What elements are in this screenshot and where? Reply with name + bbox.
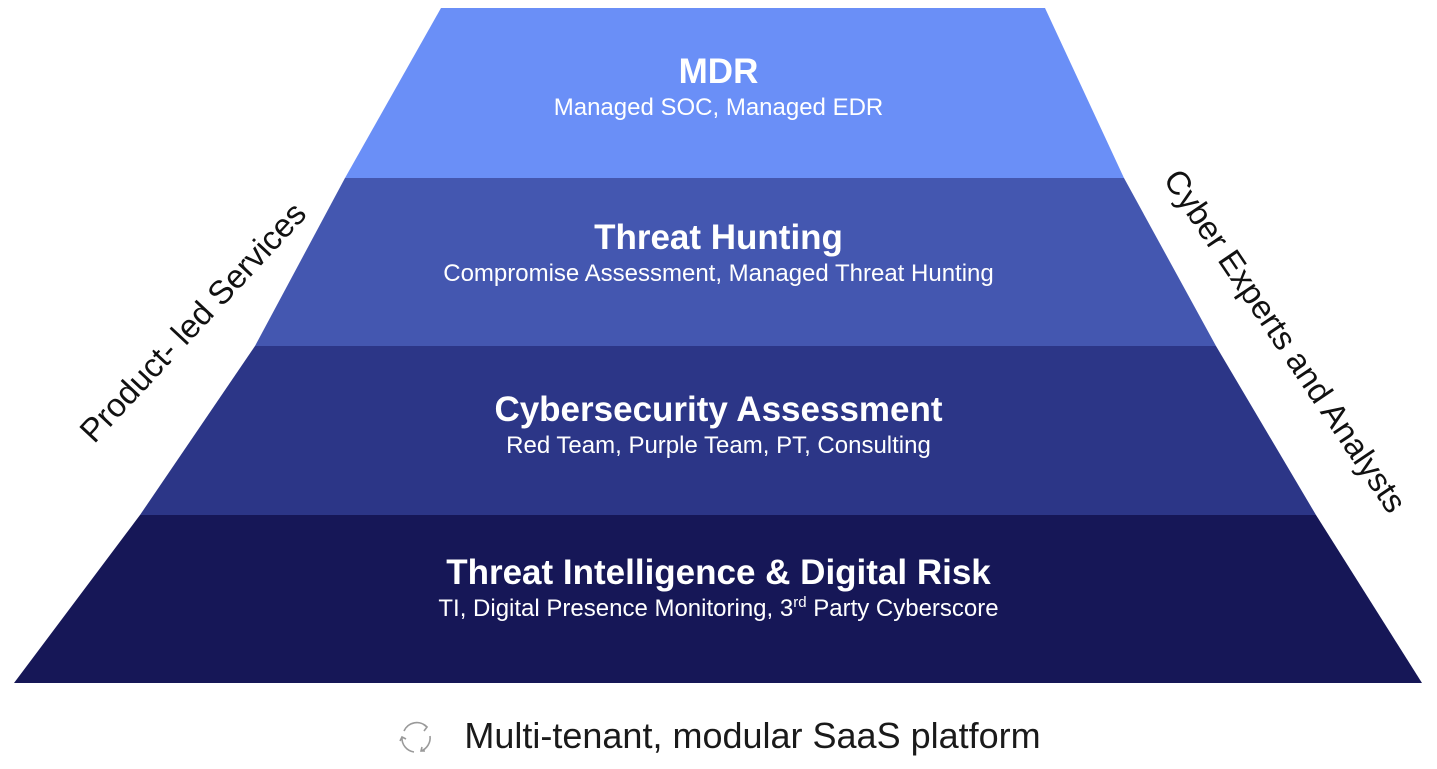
tier-title: Cybersecurity Assessment [494,390,943,429]
tier-title: Threat Intelligence & Digital Risk [446,553,991,592]
tier-threat-intelligence: Threat Intelligence & Digital Risk TI, D… [0,553,1437,625]
tier-mdr-band [345,8,1124,178]
tier-subtitle: Red Team, Purple Team, PT, Consulting [506,432,931,459]
tier-subtitle: TI, Digital Presence Monitoring, 3rd Par… [0,593,1437,625]
tier-threat-hunting: Threat Hunting Compromise Assessment, Ma… [0,218,1437,290]
tier-threat-intelligence-band [14,515,1422,683]
tier-subtitle: Managed SOC, Managed EDR [553,94,884,121]
platform-footer: Multi-tenant, modular SaaS platform [0,716,1437,758]
refresh-cycle-icon [399,722,432,754]
tier-subtitle-prefix: TI, Digital Presence Monitoring, 3 [438,595,794,622]
tier-title: MDR [678,52,759,91]
tier-title: Threat Hunting [594,218,843,257]
tier-subtitle-suffix: Party Cyberscore [806,595,999,622]
tier-threat-hunting-band [255,178,1216,346]
tier-subtitle: Compromise Assessment, Managed Threat Hu… [443,260,994,287]
platform-text: Multi-tenant, modular SaaS platform [464,715,1041,756]
tier-cybersecurity-assessment-band [140,346,1316,515]
ordinal-suffix: rd [793,594,807,611]
tier-mdr: MDR Managed SOC, Managed EDR [0,52,1437,124]
tier-cybersecurity-assessment: Cybersecurity Assessment Red Team, Purpl… [0,390,1437,462]
